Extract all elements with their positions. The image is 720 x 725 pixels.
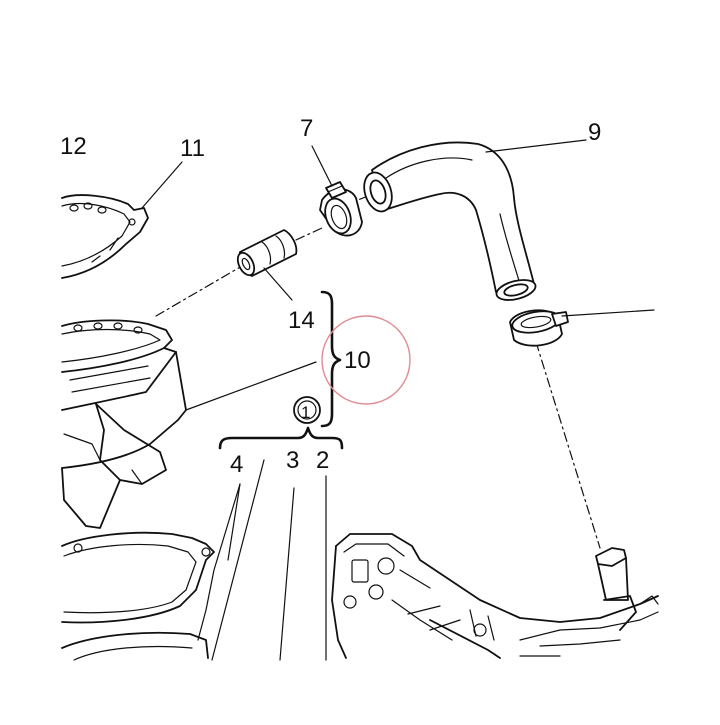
reference-circle-inner <box>297 400 317 420</box>
hose-clamp-lower-drawing <box>509 309 569 347</box>
highlight-circle <box>321 315 411 405</box>
callout-11: 11 <box>180 135 205 162</box>
assembly-axis-lines <box>155 195 601 549</box>
callout-9: 9 <box>588 119 601 146</box>
callout-2: 2 <box>316 447 329 474</box>
base-gasket-drawing <box>61 531 215 661</box>
leader-lines <box>141 139 655 661</box>
callout-14: 14 <box>288 307 315 334</box>
kit-bracket <box>218 290 344 450</box>
fitting-drawing <box>236 229 298 277</box>
crankcase-drawing <box>331 533 659 659</box>
cylinder-drawing <box>61 319 187 529</box>
callout-1: 1 <box>301 403 310 422</box>
callout-3: 3 <box>286 447 299 474</box>
coolant-hose-drawing <box>363 141 537 301</box>
cylinder-head-drawing <box>61 194 149 279</box>
reference-circle <box>293 396 321 424</box>
callout-4: 4 <box>230 451 243 478</box>
hose-clamp-upper-drawing <box>319 181 363 237</box>
callout-7: 7 <box>300 115 313 142</box>
callout-10: 10 <box>344 347 371 374</box>
callout-12: 12 <box>60 133 87 160</box>
